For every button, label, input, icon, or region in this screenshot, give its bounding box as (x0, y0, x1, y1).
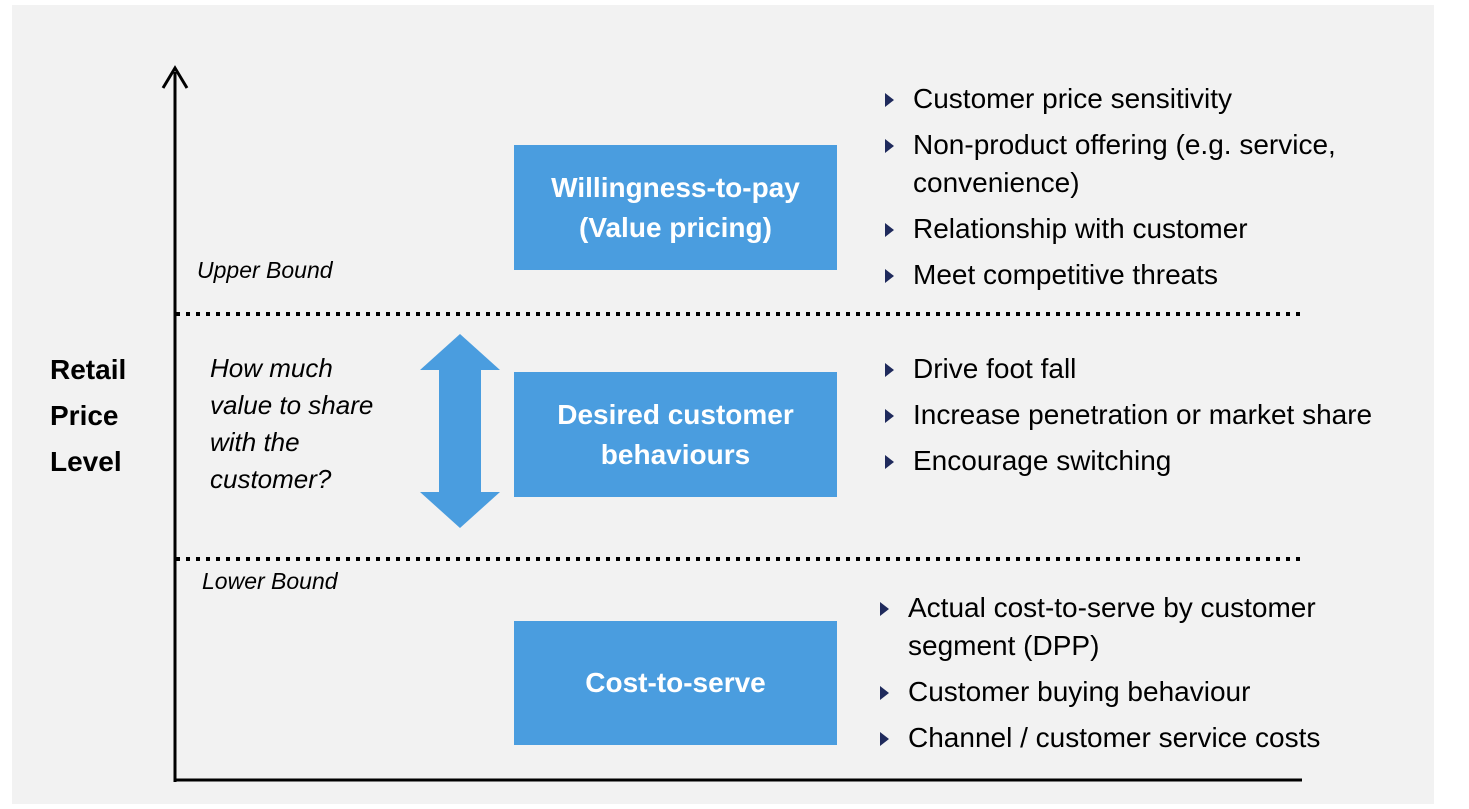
bullet-text: Non-product offering (e.g. service, conv… (913, 129, 1336, 198)
question-line: customer? (210, 464, 332, 494)
bullet-triangle-icon (885, 269, 894, 283)
bullet-triangle-icon (885, 139, 894, 153)
question-line: value to share (210, 390, 374, 420)
bullet-triangle-icon (885, 363, 894, 377)
bullet-item: Non-product offering (e.g. service, conv… (885, 126, 1425, 202)
top-bullet-list: Customer price sensitivity Non-product o… (885, 80, 1425, 302)
y-axis-label: Retail Price Level (50, 347, 150, 485)
lower-bound-label: Lower Bound (202, 568, 338, 594)
bullet-text: Drive foot fall (913, 353, 1077, 384)
bullet-text: Meet competitive threats (913, 259, 1219, 290)
bullet-triangle-icon (885, 409, 894, 423)
bullet-item: Channel / customer service costs (880, 719, 1410, 757)
bullet-text: Customer price sensitivity (913, 83, 1232, 114)
upper-bound-label: Upper Bound (197, 257, 333, 283)
bullet-item: Meet competitive threats (885, 256, 1425, 294)
bullet-text: Increase penetration or market share (913, 399, 1373, 430)
y-axis-arrowhead (161, 65, 189, 89)
bullet-text: Encourage switching (913, 445, 1172, 476)
y-axis-label-line: Price (50, 400, 119, 431)
box-text-line: Willingness-to-pay (551, 171, 800, 203)
middle-bullet-list: Drive foot fall Increase penetration or … (885, 350, 1385, 488)
question-line: with the (210, 427, 300, 457)
bullet-item: Increase penetration or market share (885, 396, 1385, 434)
bullet-item: Relationship with customer (885, 210, 1425, 248)
box-text-line: (Value pricing) (579, 211, 772, 243)
cost-to-serve-box: Cost-to-serve (514, 621, 837, 745)
box-text-line: behaviours (600, 438, 751, 470)
box-text-line: Cost-to-serve (585, 667, 766, 698)
bullet-item: Drive foot fall (885, 350, 1385, 388)
question-line: How much (210, 353, 333, 383)
bottom-bullet-list: Actual cost-to-serve by customer segment… (880, 589, 1410, 765)
y-axis-label-line: Retail (50, 354, 127, 385)
double-arrow-icon (420, 334, 500, 528)
bullet-triangle-icon (885, 93, 894, 107)
bullet-item: Customer price sensitivity (885, 80, 1425, 118)
box-text-line: Desired customer (557, 398, 794, 430)
bullet-item: Customer buying behaviour (880, 673, 1410, 711)
bullet-triangle-icon (880, 602, 889, 616)
bullet-triangle-icon (885, 223, 894, 237)
bullet-text: Actual cost-to-serve by customer segment… (908, 592, 1316, 661)
bullet-item: Encourage switching (885, 442, 1385, 480)
value-share-question: How much value to share with the custome… (210, 350, 420, 498)
bullet-triangle-icon (885, 455, 894, 469)
bullet-text: Customer buying behaviour (908, 676, 1251, 707)
willingness-to-pay-box: Willingness-to-pay (Value pricing) (514, 145, 837, 270)
y-axis-label-line: Level (50, 446, 122, 477)
bullet-text: Relationship with customer (913, 213, 1248, 244)
bullet-text: Channel / customer service costs (908, 722, 1321, 753)
bullet-item: Actual cost-to-serve by customer segment… (880, 589, 1410, 665)
bullet-triangle-icon (880, 686, 889, 700)
desired-behaviours-box: Desired customer behaviours (514, 372, 837, 497)
bullet-triangle-icon (880, 732, 889, 746)
